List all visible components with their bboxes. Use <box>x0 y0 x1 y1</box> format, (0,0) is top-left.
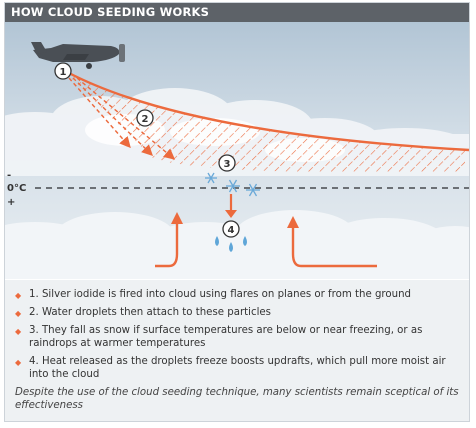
step-marker-1: 1 <box>54 62 72 80</box>
step-marker-4: 4 <box>222 220 240 238</box>
step-text: 2. Water droplets then attach to these p… <box>29 307 271 318</box>
bullet-icon: ◆ <box>15 327 22 336</box>
cloud-seeding-diagram: - 0°C + <box>5 22 469 279</box>
raindrop-icon <box>215 236 247 252</box>
step-text: 4. Heat released as the droplets freeze … <box>29 356 446 380</box>
bullet-icon: ◆ <box>15 358 22 367</box>
snowflake-icon <box>205 172 260 197</box>
svg-text:1: 1 <box>60 67 67 78</box>
step-text: 1. Silver iodide is fired into cloud usi… <box>29 289 411 300</box>
infographic-frame: HOW CLOUD SEEDING WORKS <box>4 2 470 422</box>
axis-minus-label: - <box>7 170 11 181</box>
step-item: ◆ 3. They fall as snow if surface temper… <box>15 324 459 350</box>
axis-plus-label: + <box>7 197 15 208</box>
infographic-title: HOW CLOUD SEEDING WORKS <box>5 3 469 22</box>
step-marker-3: 3 <box>218 154 236 172</box>
bullet-icon: ◆ <box>15 291 22 300</box>
svg-text:2: 2 <box>142 114 149 125</box>
footnote: Despite the use of the cloud seeding tec… <box>15 387 459 411</box>
flight-path <box>66 70 469 152</box>
step-item: ◆ 4. Heat released as the droplets freez… <box>15 355 459 381</box>
freezing-level-label: 0°C <box>7 183 26 194</box>
step-item: ◆ 2. Water droplets then attach to these… <box>15 306 459 319</box>
seeded-cloud-zone <box>67 74 465 172</box>
svg-text:3: 3 <box>224 159 231 170</box>
svg-text:4: 4 <box>228 225 235 236</box>
step-marker-2: 2 <box>136 109 154 127</box>
steps-panel: ◆ 1. Silver iodide is fired into cloud u… <box>5 280 469 421</box>
step-text: 3. They fall as snow if surface temperat… <box>29 325 423 349</box>
updraft-arrow-left <box>155 212 183 268</box>
bullet-icon: ◆ <box>15 309 22 318</box>
flare-trails <box>68 77 176 160</box>
step-item: ◆ 1. Silver iodide is fired into cloud u… <box>15 288 459 301</box>
falling-arrow <box>225 194 237 218</box>
updraft-arrow-right <box>287 216 377 268</box>
